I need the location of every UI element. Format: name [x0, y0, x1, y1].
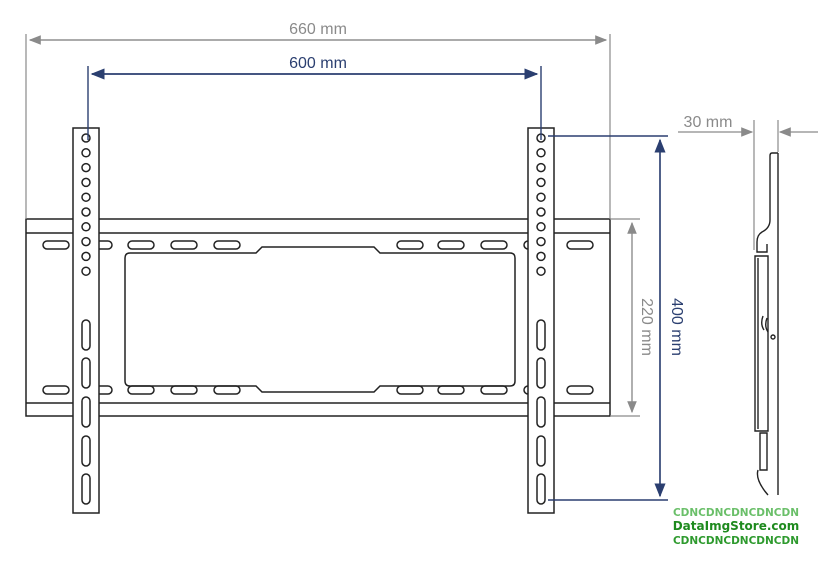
- watermark-line-2: DataImgStore.com: [672, 519, 800, 533]
- dimension-30-label: 30 mm: [684, 114, 733, 131]
- mounting-hole: [536, 162, 546, 173]
- dimension-600: [87, 66, 542, 140]
- vertical-strips: [72, 127, 555, 514]
- vertical-slot: [81, 473, 91, 505]
- mounting-hole: [536, 177, 546, 188]
- mounting-hole: [536, 266, 546, 276]
- watermark-line-3: CDNCDNCDNCDNCDN: [672, 535, 800, 547]
- horizontal-slot: [480, 385, 508, 395]
- horizontal-slot: [437, 385, 465, 395]
- mounting-hole: [81, 266, 91, 276]
- horizontal-slot: [396, 385, 424, 395]
- vertical-slot: [81, 396, 91, 428]
- mounting-hole: [536, 148, 546, 158]
- mounting-hole: [536, 192, 546, 202]
- dimension-660: [25, 34, 611, 219]
- horizontal-slot: [566, 385, 594, 395]
- vertical-slot: [536, 473, 546, 505]
- dimension-400: [548, 135, 668, 501]
- vertical-slot: [536, 435, 546, 467]
- mounting-hole: [81, 222, 91, 232]
- dimension-30: [678, 120, 818, 250]
- mounting-hole: [81, 162, 91, 173]
- dimension-600-label: 600 mm: [289, 55, 347, 72]
- plate-cutout: [124, 246, 516, 393]
- horizontal-slot: [170, 385, 198, 395]
- mounting-hole: [536, 251, 546, 262]
- vertical-slot: [81, 357, 91, 389]
- horizontal-slot: [396, 240, 424, 250]
- horizontal-slot: [480, 240, 508, 250]
- horizontal-slot: [127, 385, 155, 395]
- mounting-hole: [81, 251, 91, 262]
- vertical-slot: [536, 396, 546, 428]
- side-profile: [754, 152, 779, 496]
- mounting-hole: [81, 148, 91, 158]
- vertical-slot: [536, 319, 546, 351]
- wall-plate: [25, 218, 611, 417]
- vertical-slot: [536, 357, 546, 389]
- mounting-hole: [81, 236, 91, 247]
- dimension-660-label: 660 mm: [289, 21, 347, 38]
- horizontal-slot: [566, 240, 594, 250]
- dimension-220: [610, 218, 640, 417]
- horizontal-slot: [170, 240, 198, 250]
- mounting-hole: [536, 207, 546, 217]
- mounting-hole: [81, 133, 91, 143]
- vertical-slot: [81, 319, 91, 351]
- horizontal-slot: [127, 240, 155, 250]
- horizontal-slot: [213, 385, 241, 395]
- watermark-line-1: CDNCDNCDNCDNCDN: [672, 507, 800, 519]
- horizontal-slot: [213, 240, 241, 250]
- mounting-hole: [81, 192, 91, 202]
- horizontal-slot: [42, 385, 70, 395]
- mounting-hole: [536, 236, 546, 247]
- horizontal-slot: [42, 240, 70, 250]
- mounting-hole: [81, 177, 91, 188]
- vertical-slot: [81, 435, 91, 467]
- dimension-220-label: 220 mm: [638, 298, 655, 356]
- horizontal-slot: [437, 240, 465, 250]
- mounting-hole: [536, 222, 546, 232]
- dimension-400-label: 400 mm: [668, 298, 685, 356]
- mounting-hole: [81, 207, 91, 217]
